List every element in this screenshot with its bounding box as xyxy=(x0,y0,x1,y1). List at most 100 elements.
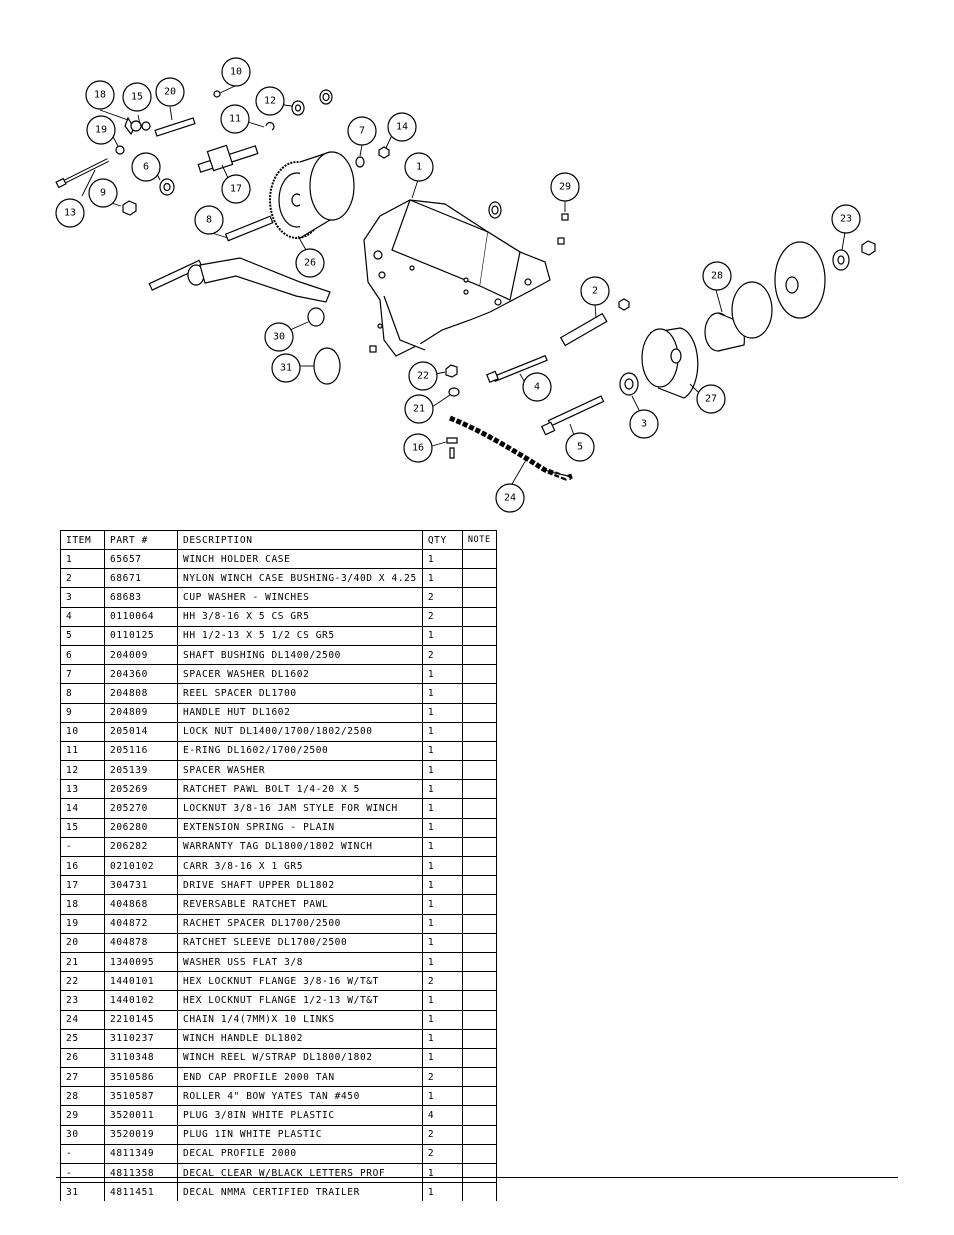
callout-3: 3 xyxy=(629,409,659,439)
cell-qty: 1 xyxy=(421,914,463,934)
callout-24: 24 xyxy=(495,483,525,513)
cell-qty: 2 xyxy=(421,1144,463,1165)
cell-item: 5 xyxy=(60,626,105,646)
cell-description: DECAL PROFILE 2000 xyxy=(177,1144,423,1165)
cell-item: 10 xyxy=(60,722,105,742)
svg-text:29: 29 xyxy=(559,182,571,193)
cell-item: 6 xyxy=(60,645,105,666)
cell-note xyxy=(461,664,497,685)
cell-part: 206280 xyxy=(104,818,178,838)
cell-description: HANDLE HUT DL1602 xyxy=(177,703,423,723)
cell-item: 21 xyxy=(60,952,105,973)
cell-part: 3520011 xyxy=(104,1105,178,1126)
cell-description: RATCHET PAWL BOLT 1/4-20 X 5 xyxy=(177,779,423,800)
callout-6: 6 xyxy=(131,152,161,182)
cell-part: 205116 xyxy=(104,741,178,762)
cell-note xyxy=(461,1163,497,1184)
callout-9: 9 xyxy=(88,178,118,208)
cell-note xyxy=(461,1010,497,1030)
callout-23: 23 xyxy=(831,204,861,234)
callout-11: 11 xyxy=(220,104,250,134)
cell-note xyxy=(461,990,497,1011)
callout-7: 7 xyxy=(347,116,377,146)
svg-text:14: 14 xyxy=(396,122,408,133)
svg-text:21: 21 xyxy=(413,404,425,415)
callout-22: 22 xyxy=(408,361,438,391)
cell-part: 205139 xyxy=(104,760,178,781)
cell-part: 2210145 xyxy=(104,1010,178,1030)
cell-qty: 1 xyxy=(421,990,463,1011)
svg-text:3: 3 xyxy=(641,419,647,430)
callout-30: 30 xyxy=(264,322,294,352)
cell-note xyxy=(461,798,497,819)
cell-description: SPACER WASHER xyxy=(177,760,423,781)
header-qty: QTY xyxy=(421,530,463,550)
cell-description: LOCK NUT DL1400/1700/1802/2500 xyxy=(177,722,423,742)
svg-text:28: 28 xyxy=(711,271,723,282)
callout-10: 10 xyxy=(221,57,251,87)
cell-qty: 1 xyxy=(421,894,463,915)
cell-part: 3110348 xyxy=(104,1048,178,1069)
cell-part: 1440102 xyxy=(104,990,178,1011)
cell-part: 68671 xyxy=(104,568,178,589)
cell-description: CHAIN 1/4(7MM)X 10 LINKS xyxy=(177,1010,423,1030)
cell-qty: 2 xyxy=(421,607,463,627)
svg-text:30: 30 xyxy=(273,332,285,343)
callout-26: 26 xyxy=(295,248,325,278)
cell-qty: 1 xyxy=(421,741,463,762)
cell-qty: 1 xyxy=(421,722,463,742)
cell-qty: 1 xyxy=(421,549,463,570)
cell-qty: 1 xyxy=(421,856,463,877)
cell-description: SPACER WASHER DL1602 xyxy=(177,664,423,685)
cell-note xyxy=(461,703,497,723)
cell-description: WASHER USS FLAT 3/8 xyxy=(177,952,423,973)
svg-text:17: 17 xyxy=(230,184,242,195)
svg-text:18: 18 xyxy=(94,90,106,101)
callout-2: 2 xyxy=(580,276,610,306)
svg-text:20: 20 xyxy=(164,87,176,98)
cell-qty: 1 xyxy=(421,779,463,800)
cell-part: 304731 xyxy=(104,875,178,896)
cell-part: 3510587 xyxy=(104,1086,178,1107)
cell-part: 3520019 xyxy=(104,1125,178,1145)
cell-qty: 1 xyxy=(421,703,463,723)
cell-note xyxy=(461,856,497,877)
cell-description: HH 1/2-13 X 5 1/2 CS GR5 xyxy=(177,626,423,646)
cell-item: 11 xyxy=(60,741,105,762)
cell-description: PLUG 1IN WHITE PLASTIC xyxy=(177,1125,423,1145)
svg-text:16: 16 xyxy=(412,443,424,454)
cell-part: 3510586 xyxy=(104,1067,178,1088)
callout-17: 17 xyxy=(221,174,251,204)
cell-qty: 1 xyxy=(421,1086,463,1107)
cell-part: 205014 xyxy=(104,722,178,742)
cell-item: 28 xyxy=(60,1086,105,1107)
cell-part: 4811358 xyxy=(104,1163,178,1184)
cell-part: 205269 xyxy=(104,779,178,800)
cell-description: DECAL NMMA CERTIFIED TRAILER xyxy=(177,1182,423,1202)
callout-1: 1 xyxy=(404,152,434,182)
cell-item: 31 xyxy=(60,1182,105,1202)
cell-note xyxy=(461,1182,497,1202)
cell-description: REVERSABLE RATCHET PAWL xyxy=(177,894,423,915)
callout-13: 13 xyxy=(55,198,85,228)
cell-qty: 2 xyxy=(421,645,463,666)
cell-item: - xyxy=(60,837,105,858)
cell-part: 404868 xyxy=(104,894,178,915)
cell-qty: 1 xyxy=(421,1163,463,1184)
